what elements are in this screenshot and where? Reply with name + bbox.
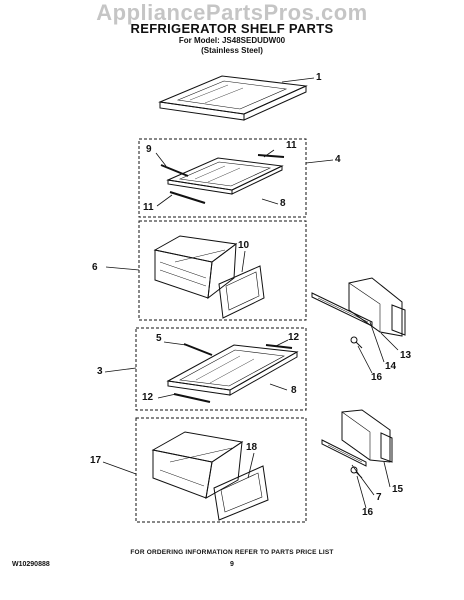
leader-lines: [102, 77, 399, 509]
part-15-slide-rail: [341, 409, 393, 463]
callout-12-right: 12: [288, 332, 300, 343]
part-17-crisper-pan: [151, 431, 244, 499]
callout-16-upper: 16: [371, 372, 383, 383]
group-box-3: [135, 327, 307, 411]
callout-11-left: 11: [143, 202, 154, 213]
group-box-4: [138, 138, 307, 218]
model-line: For Model: JS48SEDUDW00: [178, 36, 286, 45]
part-12-trim-strips: [173, 344, 293, 403]
callout-13: 13: [400, 350, 412, 361]
part-3-glass-shelf: [166, 344, 299, 396]
part-9-trim-strip: [160, 164, 189, 177]
callout-4: 4: [335, 154, 341, 165]
callout-15: 15: [392, 484, 404, 495]
callout-11-right: 11: [286, 140, 297, 151]
part-8-glass-shelf-frame: [166, 157, 284, 195]
part-6-crisper-pan: [153, 235, 238, 300]
model-info: For Model: JS48SEDUDW00 (Stainless Steel…: [0, 36, 464, 56]
callout-14: 14: [385, 361, 397, 372]
part-14-rail-bracket: [311, 292, 373, 327]
page-title: REFRIGERATOR SHELF PARTS: [130, 21, 334, 36]
callout-6: 6: [92, 262, 98, 273]
part-11-trim-strips: [169, 154, 285, 204]
part-10-crisper-cover: [218, 265, 265, 319]
callout-10: 10: [238, 240, 250, 251]
ordering-note: FOR ORDERING INFORMATION REFER TO PARTS …: [130, 549, 334, 556]
page-number: 9: [230, 561, 234, 568]
part-1-glass-shelf: [158, 75, 308, 121]
callout-1: 1: [316, 72, 322, 83]
part-18-crisper-cover: [213, 465, 269, 521]
callout-3: 3: [97, 366, 103, 377]
callout-8-upper: 8: [280, 198, 286, 209]
document-number: W10290888: [12, 561, 50, 568]
group-box-6: [138, 220, 307, 321]
part-16-screw: [350, 336, 363, 349]
watermark: AppliancePartsPros.com: [96, 0, 368, 25]
part-5-trim-strip: [183, 343, 213, 356]
group-box-17: [135, 417, 307, 523]
callout-8-lower: 8: [291, 385, 297, 396]
callout-5: 5: [156, 333, 162, 344]
callout-12-left: 12: [142, 392, 154, 403]
part-7-rail-bracket: [321, 439, 367, 467]
callout-9: 9: [146, 144, 152, 155]
callout-18: 18: [246, 442, 258, 453]
callout-7: 7: [376, 492, 382, 503]
callout-17: 17: [90, 455, 102, 466]
part-13-slide-rail: [348, 277, 406, 337]
finish-line: (Stainless Steel): [201, 46, 263, 55]
callout-16-lower: 16: [362, 507, 374, 518]
